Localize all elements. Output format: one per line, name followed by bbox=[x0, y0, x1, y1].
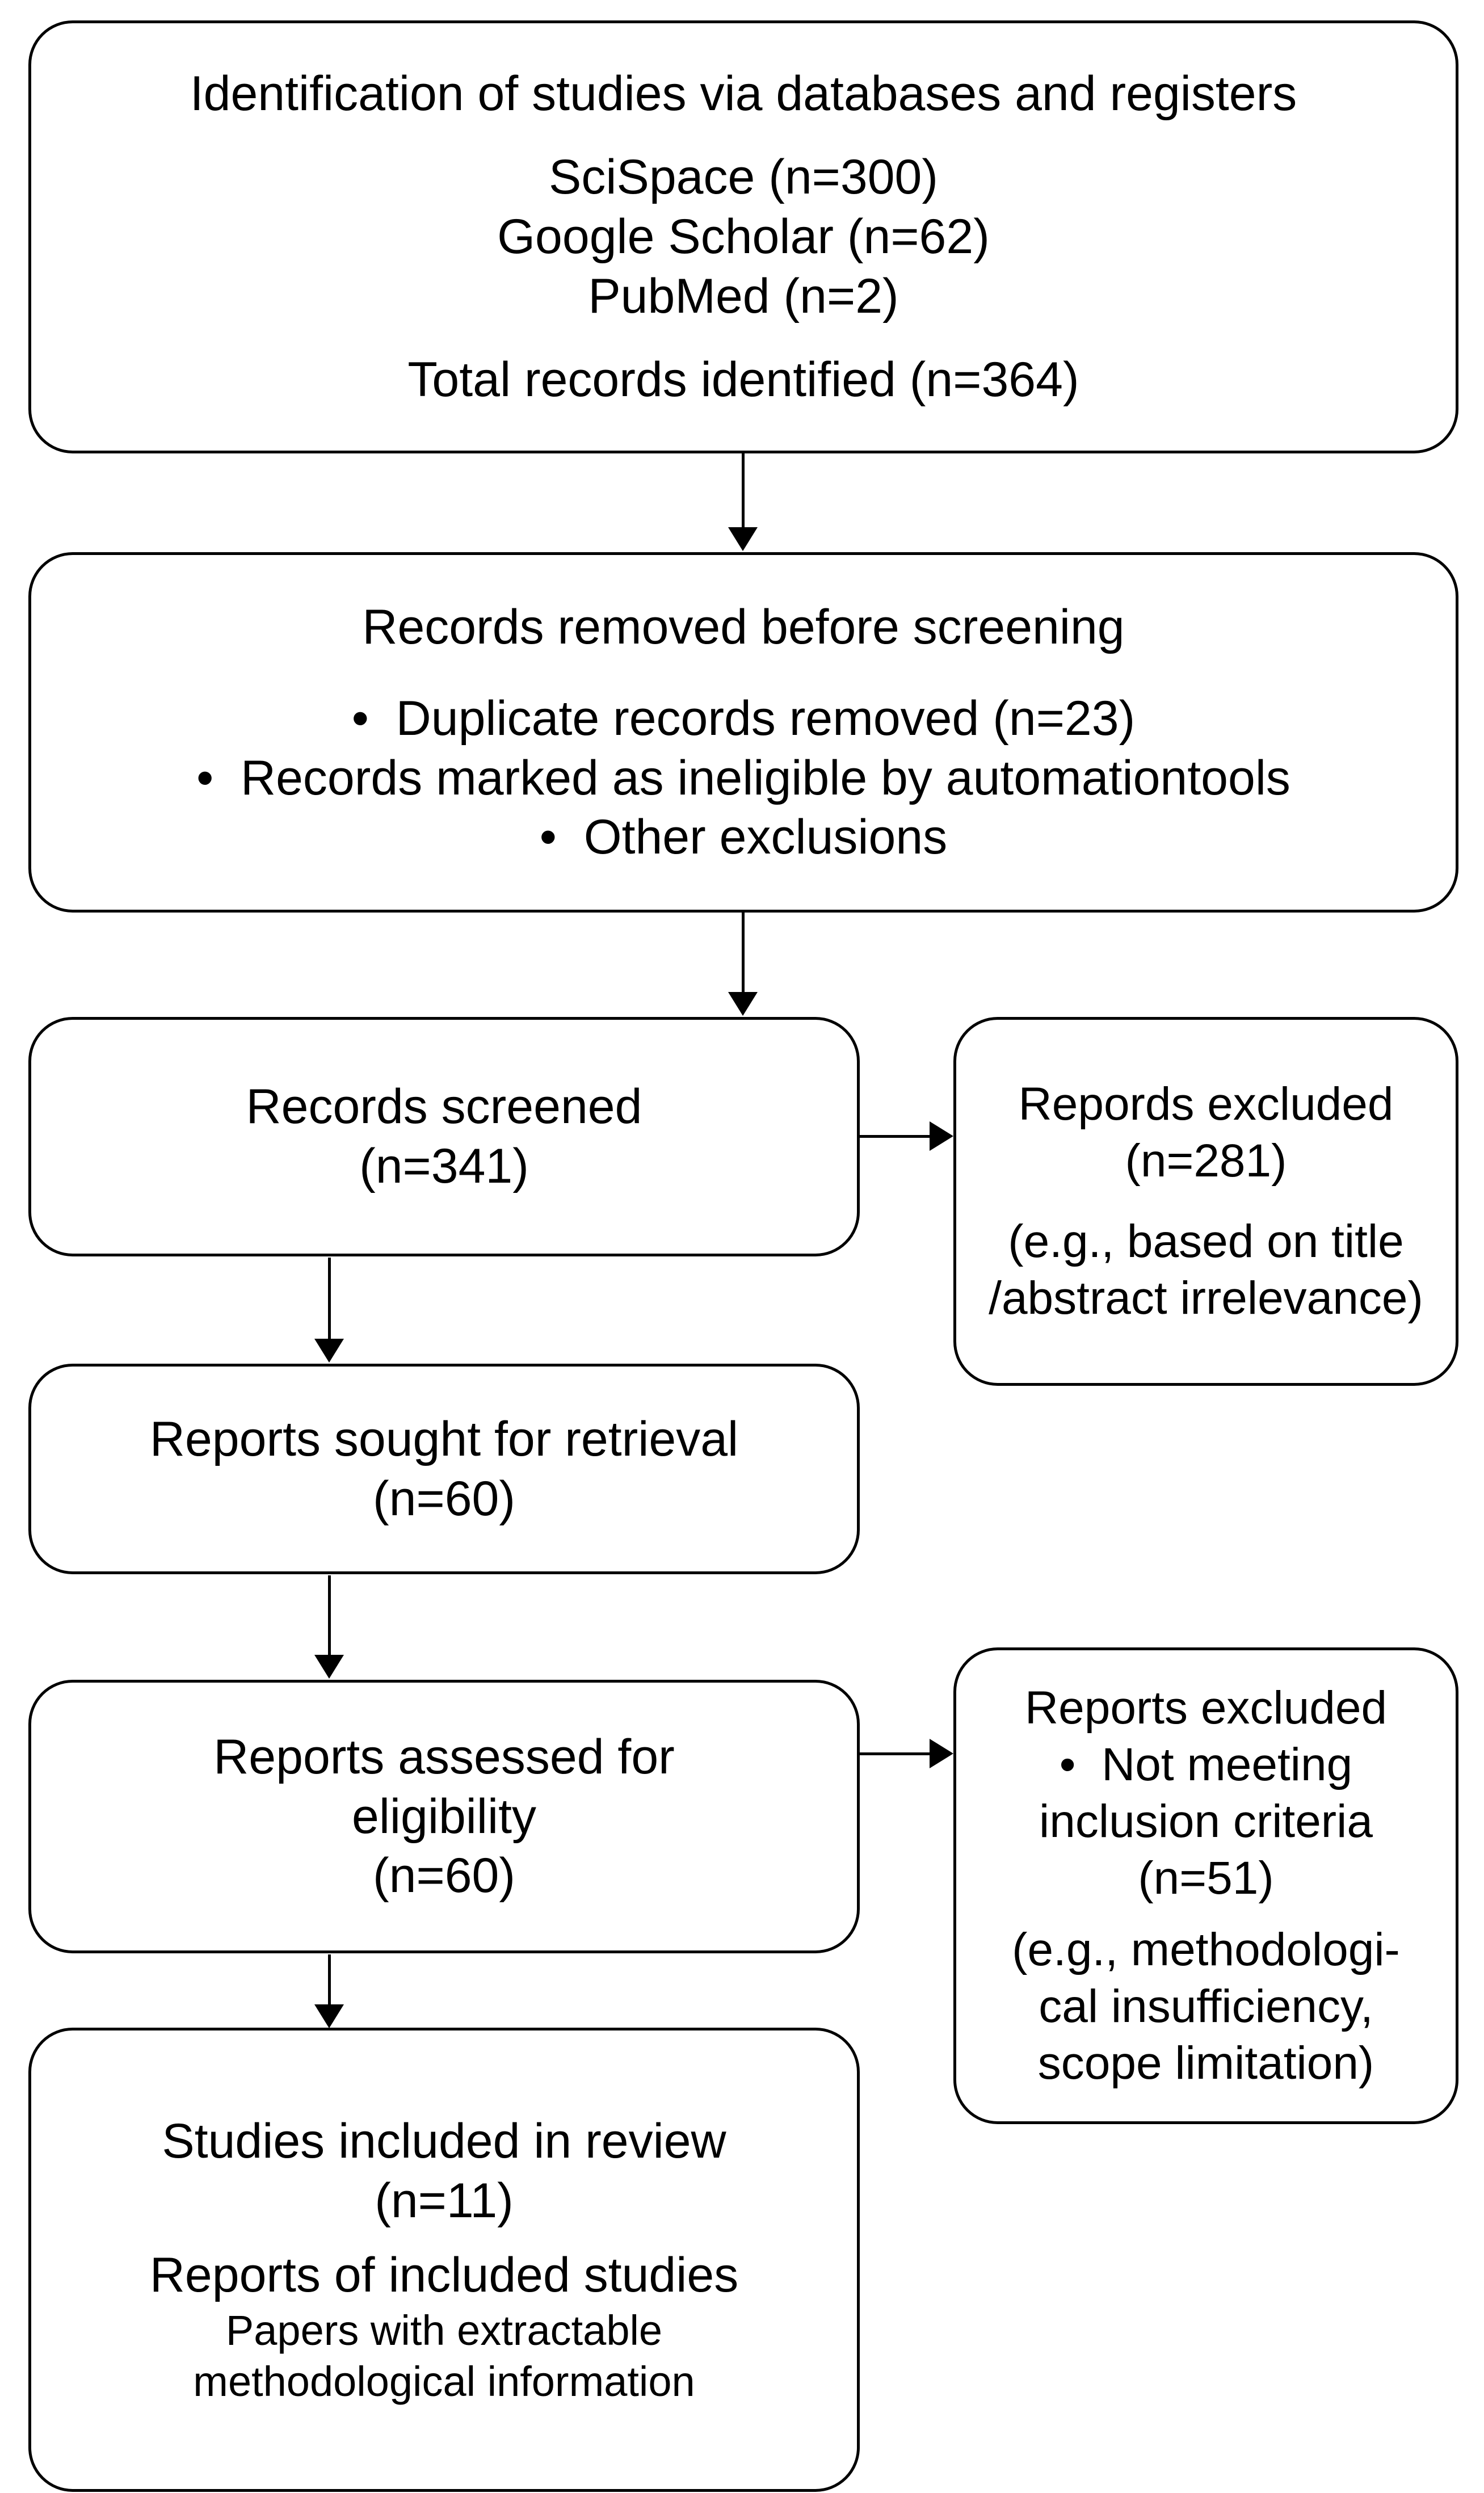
removed-title: Records removed before screening bbox=[362, 599, 1125, 654]
box-reports-excluded-after-screening: Repords excluded (n=281) (e.g., based on… bbox=[953, 1017, 1458, 1386]
screened-title: Records screened bbox=[246, 1079, 642, 1134]
excluded-elig-bullet-line1: • Not meeting bbox=[1059, 1738, 1353, 1790]
screened-count: (n=341) bbox=[359, 1139, 529, 1193]
connector-screened-to-excluded bbox=[860, 1135, 931, 1138]
box-identification: Identification of studies via databases … bbox=[28, 20, 1458, 453]
box-reports-excluded-after-eligibility: Reports excluded • Not meeting inclusion… bbox=[953, 1647, 1458, 2124]
box-records-removed-before-screening: Records removed before screening • Dupli… bbox=[28, 552, 1458, 913]
sought-title: Reports sought for retrieval bbox=[149, 1411, 739, 1466]
included-subtitle: Reports of included studies bbox=[149, 2248, 739, 2303]
connector-removed-to-screened bbox=[742, 913, 745, 993]
excluded-screen-count: (n=281) bbox=[1125, 1134, 1287, 1187]
connector-screened-to-sought bbox=[328, 1258, 331, 1340]
identification-source-google-scholar: Google Scholar (n=62) bbox=[497, 209, 990, 264]
arrow-sought-to-assessed-icon bbox=[314, 1655, 344, 1679]
connector-identification-to-removed bbox=[742, 453, 745, 528]
arrow-assessed-to-included-icon bbox=[314, 2004, 344, 2028]
included-count: (n=11) bbox=[375, 2174, 514, 2229]
assessed-title-line2: eligibility bbox=[351, 1789, 537, 1844]
arrow-removed-to-screened-icon bbox=[728, 992, 758, 1016]
removed-item-duplicates: • Duplicate records removed (n=23) bbox=[351, 691, 1136, 746]
excluded-screen-reason-line1: (e.g., based on title bbox=[1008, 1216, 1404, 1267]
identification-source-pubmed: PubMed (n=2) bbox=[588, 268, 899, 323]
identification-total-records: Total records identified (n=364) bbox=[407, 352, 1079, 407]
arrow-identification-to-removed-icon bbox=[728, 527, 758, 551]
connector-sought-to-assessed bbox=[328, 1575, 331, 1656]
box-studies-included-in-review: Studies included in review (n=11) Report… bbox=[28, 2028, 860, 2492]
excluded-screen-title: Repords excluded bbox=[1018, 1078, 1394, 1130]
removed-item-automation-tools: • Records marked as ineligible by automa… bbox=[196, 750, 1290, 805]
excluded-screen-reason-line2: /abstract irrelevance) bbox=[989, 1272, 1423, 1325]
excluded-elig-title: Reports excluded bbox=[1024, 1681, 1388, 1734]
included-detail-line2: methodological information bbox=[193, 2358, 695, 2406]
box-reports-sought-for-retrieval: Reports sought for retrieval (n=60) bbox=[28, 1364, 860, 1574]
arrow-screened-to-excluded-icon bbox=[930, 1121, 953, 1151]
sought-count: (n=60) bbox=[373, 1471, 515, 1526]
arrow-screened-to-sought-icon bbox=[314, 1339, 344, 1363]
identification-source-scispace: SciSpace (n=300) bbox=[548, 150, 939, 205]
excluded-elig-reason-line1: (e.g., methodologi- bbox=[1012, 1924, 1400, 1976]
box-reports-assessed-for-eligibility: Reports assessed for eligibility (n=60) bbox=[28, 1680, 860, 1953]
box-records-screened: Records screened (n=341) bbox=[28, 1017, 860, 1256]
assessed-title-line1: Reports assessed for bbox=[213, 1729, 675, 1784]
assessed-count: (n=60) bbox=[373, 1848, 515, 1903]
connector-assessed-to-included bbox=[328, 1954, 331, 2006]
included-detail-line1: Papers with extractable bbox=[225, 2307, 663, 2355]
identification-title: Identification of studies via databases … bbox=[190, 66, 1297, 121]
arrow-assessed-to-excluded-icon bbox=[930, 1739, 953, 1768]
excluded-elig-count: (n=51) bbox=[1138, 1852, 1274, 1904]
excluded-elig-reason-line2: cal insufficiency, bbox=[1039, 1981, 1373, 2033]
connector-assessed-to-excluded bbox=[860, 1752, 931, 1755]
included-title: Studies included in review bbox=[162, 2114, 726, 2169]
excluded-elig-reason-line3: scope limitation) bbox=[1037, 2037, 1374, 2090]
excluded-elig-bullet-line2: inclusion criteria bbox=[1039, 1795, 1373, 1847]
removed-item-other-exclusions: • Other exclusions bbox=[539, 810, 948, 865]
